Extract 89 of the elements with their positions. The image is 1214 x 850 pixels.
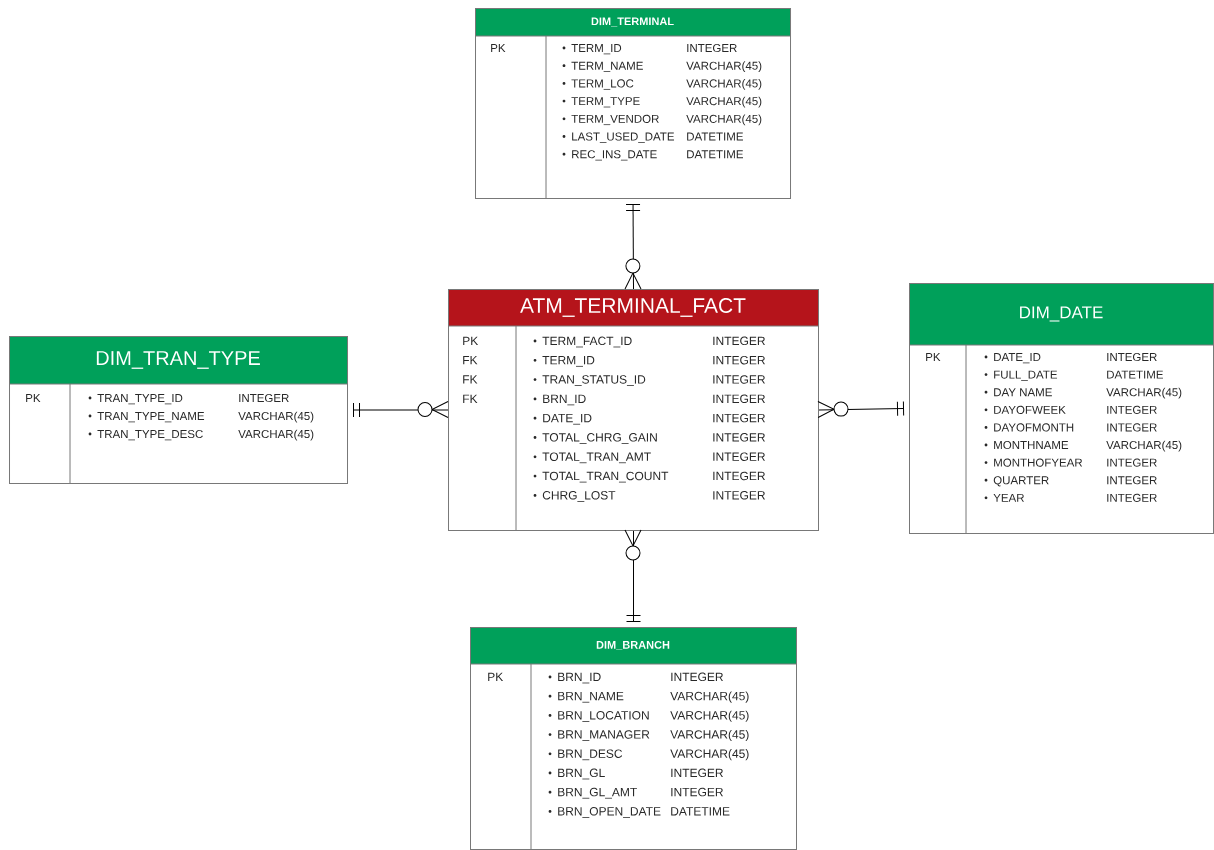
field-name: DAY NAME xyxy=(984,388,1052,397)
data-type: INTEGER xyxy=(1107,458,1157,467)
key-label: FK xyxy=(463,356,478,365)
column-list xyxy=(562,43,762,161)
data-type: VARCHAR(45) xyxy=(670,749,749,761)
data-type: VARCHAR(45) xyxy=(686,79,762,90)
data-type: DATETIME xyxy=(687,150,743,159)
data-type: DATETIME xyxy=(671,807,730,816)
field-name: MONTHNAME xyxy=(984,440,1069,450)
column-list xyxy=(88,393,314,441)
field-name: TERM_LOC xyxy=(562,79,634,90)
field-name: TERM_ID xyxy=(533,356,595,367)
column-list xyxy=(984,352,1182,502)
relationship-line xyxy=(353,401,449,418)
key-label: PK xyxy=(26,394,41,402)
data-type: INTEGER xyxy=(713,413,765,423)
data-type: INTEGER xyxy=(713,336,765,346)
data-type: INTEGER xyxy=(713,375,765,384)
column-list xyxy=(548,672,749,818)
data-type: VARCHAR(45) xyxy=(1106,440,1182,452)
key-label: FK xyxy=(463,375,478,384)
data-type: INTEGER xyxy=(671,768,723,778)
key-label: PK xyxy=(488,672,504,681)
data-type: INTEGER xyxy=(1107,423,1157,432)
data-type: INTEGER xyxy=(687,43,737,53)
field-name: YEAR xyxy=(984,493,1024,502)
data-type: DATETIME xyxy=(687,132,743,141)
field-name: TERM_VENDOR xyxy=(562,114,659,126)
data-type: VARCHAR(45) xyxy=(686,61,762,73)
data-type: VARCHAR(45) xyxy=(686,96,762,108)
relationship-line xyxy=(817,401,905,418)
data-type: VARCHAR(45) xyxy=(238,411,314,423)
column-list xyxy=(533,336,765,502)
data-type: VARCHAR(45) xyxy=(1106,387,1182,399)
data-type: VARCHAR(45) xyxy=(686,114,762,126)
field-name: TRAN_STATUS_ID xyxy=(533,375,646,386)
data-type: INTEGER xyxy=(1107,405,1157,414)
data-type: INTEGER xyxy=(713,433,765,442)
field-name: TOTAL_TRAN_COUNT xyxy=(533,471,669,483)
data-type: VARCHAR(45) xyxy=(670,710,749,722)
field-name: MONTHOFYEAR xyxy=(984,458,1083,467)
field-name: BRN_DESC xyxy=(548,749,623,761)
field-name: BRN_ID xyxy=(548,672,601,684)
field-name: DATE_ID xyxy=(984,353,1041,364)
field-name: FULL_DATE xyxy=(984,370,1058,381)
data-type: INTEGER xyxy=(713,471,765,481)
field-name: BRN_ID xyxy=(533,394,586,406)
relationship-line xyxy=(624,529,642,622)
field-name: BRN_GL_AMT xyxy=(548,787,637,799)
data-type: INTEGER xyxy=(713,452,765,461)
field-name: DAYOFMONTH xyxy=(984,423,1074,432)
data-type: INTEGER xyxy=(1107,352,1157,362)
field-name: DATE_ID xyxy=(533,413,592,425)
field-name: TERM_FACT_ID xyxy=(533,336,632,348)
field-name: TRAN_TYPE_ID xyxy=(88,394,183,405)
data-type: INTEGER xyxy=(713,355,765,365)
field-name: BRN_OPEN_DATE xyxy=(548,807,661,818)
key-label: PK xyxy=(926,353,941,361)
field-name: BRN_GL xyxy=(548,768,605,780)
data-type: INTEGER xyxy=(671,787,723,797)
data-type: INTEGER xyxy=(239,393,289,403)
field-name: BRN_MANAGER xyxy=(548,730,650,741)
field-name: TERM_ID xyxy=(562,44,622,55)
key-label: PK xyxy=(491,44,506,52)
data-type: INTEGER xyxy=(671,672,723,682)
field-name: CHRG_LOST xyxy=(533,491,616,502)
field-name: TRAN_TYPE_DESC xyxy=(88,429,203,441)
field-name: DAYOFWEEK xyxy=(984,405,1066,414)
data-type: INTEGER xyxy=(713,491,765,500)
data-type: VARCHAR(45) xyxy=(670,691,749,703)
field-name: QUARTER xyxy=(984,476,1049,487)
field-name: TRAN_TYPE_NAME xyxy=(88,412,205,423)
field-name: TOTAL_CHRG_GAIN xyxy=(533,433,657,444)
data-type: INTEGER xyxy=(1107,493,1157,502)
data-type: VARCHAR(45) xyxy=(238,429,314,441)
key-label: PK xyxy=(463,336,479,345)
key-label: FK xyxy=(463,394,478,403)
data-type: INTEGER xyxy=(1107,476,1157,485)
field-name: TERM_TYPE xyxy=(562,97,640,108)
field-name: TOTAL_TRAN_AMT xyxy=(533,452,651,464)
field-name: TERM_NAME xyxy=(562,61,643,72)
field-name: LAST_USED_DATE xyxy=(562,132,674,143)
field-name: BRN_NAME xyxy=(548,691,624,703)
field-name: REC_INS_DATE xyxy=(562,150,657,161)
field-name: BRN_LOCATION xyxy=(548,711,649,722)
relationship-line xyxy=(624,203,642,290)
data-type: DATETIME xyxy=(1107,370,1163,379)
data-type: INTEGER xyxy=(713,394,765,403)
data-type: VARCHAR(45) xyxy=(670,729,749,742)
